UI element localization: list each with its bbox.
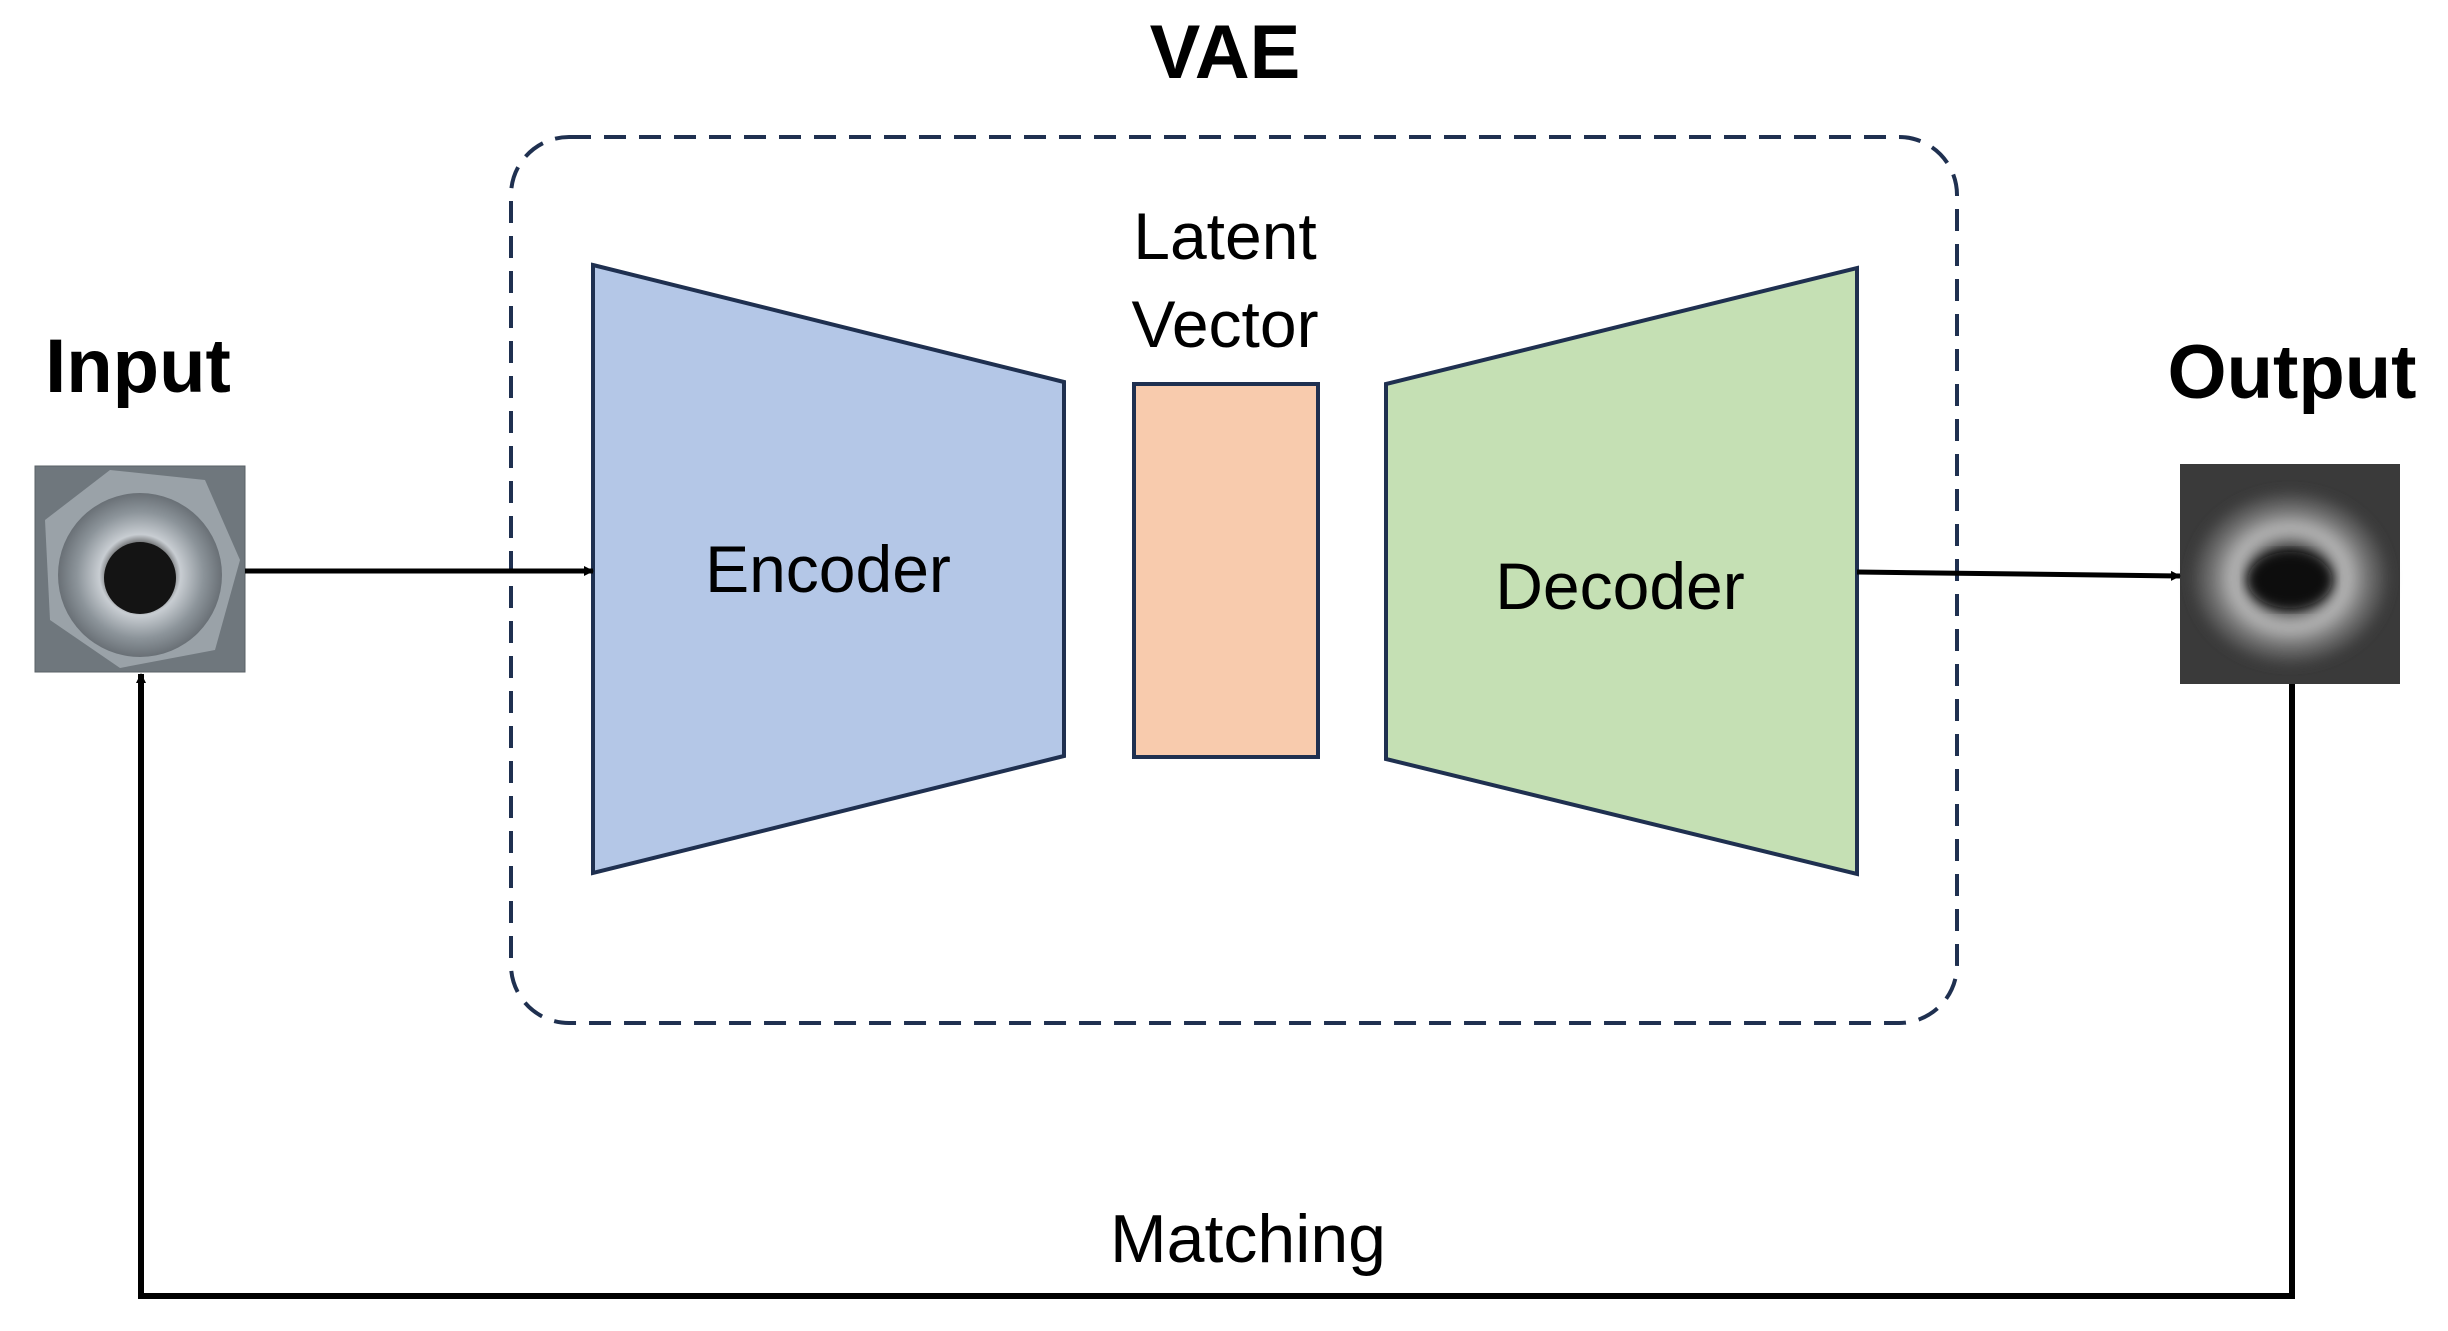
latent-label-line2: Vector — [1131, 287, 1318, 361]
latent-label-line1: Latent — [1133, 199, 1317, 273]
output-image — [2180, 464, 2400, 684]
matching-label: Matching — [1110, 1201, 1386, 1277]
decoder-block — [1384, 265, 1859, 877]
input-image — [34, 465, 246, 673]
diagram-title: VAE — [1150, 10, 1301, 95]
output-label: Output — [2167, 330, 2416, 415]
encoder-block — [591, 262, 1066, 876]
input-label: Input — [45, 324, 231, 409]
vae-container — [509, 135, 1959, 1025]
decoder-label: Decoder — [1495, 549, 1744, 623]
latent-vector-block — [1132, 382, 1320, 759]
encoder-label: Encoder — [705, 532, 951, 606]
arrow-decoder-to-output — [1856, 569, 2181, 581]
matching-feedback-arrow — [136, 673, 2295, 1299]
